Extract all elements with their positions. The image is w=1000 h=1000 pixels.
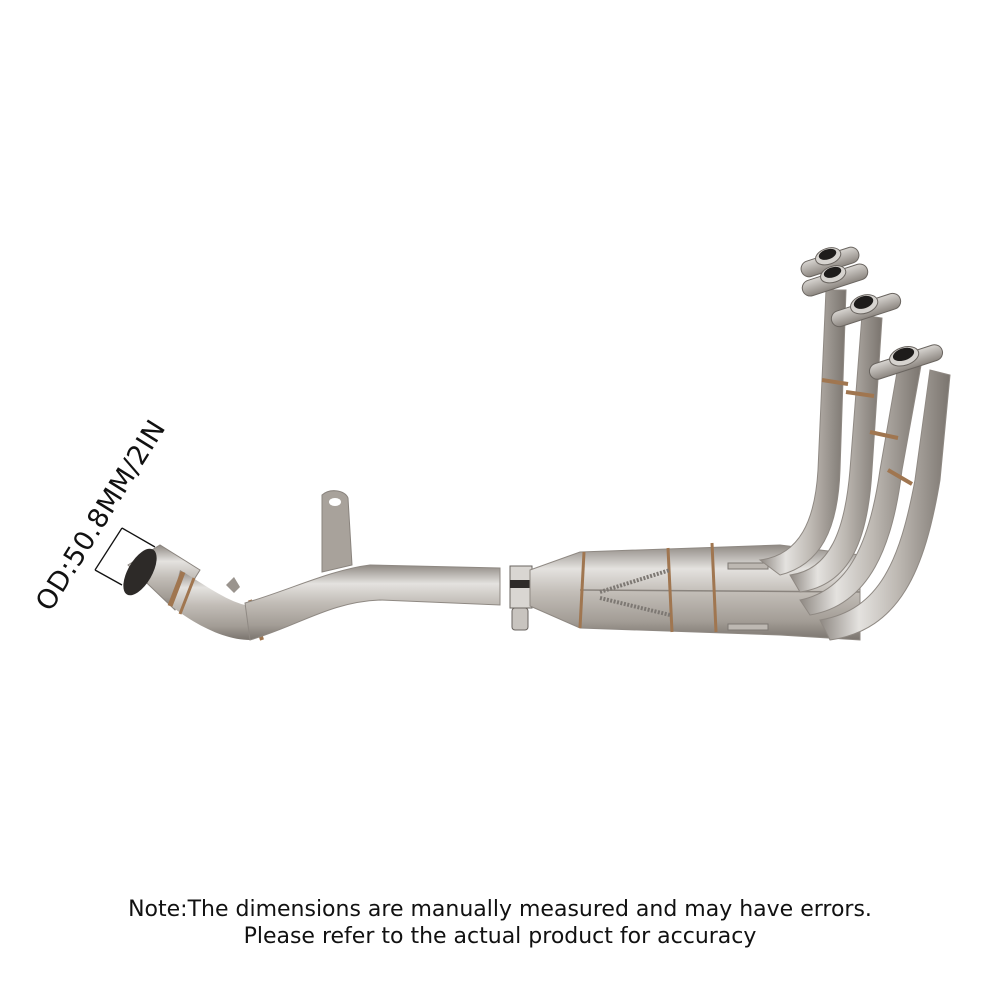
dimension-marker	[94, 527, 156, 586]
header-primaries	[758, 289, 951, 641]
disclaimer-note: Note:The dimensions are manually measure…	[0, 896, 1000, 950]
header-flanges	[800, 246, 944, 380]
note-line-2: Please refer to the actual product for a…	[243, 924, 757, 949]
outlet-pipe	[123, 544, 264, 641]
note-line-1: Note:The dimensions are manually measure…	[128, 897, 872, 922]
link-pipe	[244, 490, 501, 641]
